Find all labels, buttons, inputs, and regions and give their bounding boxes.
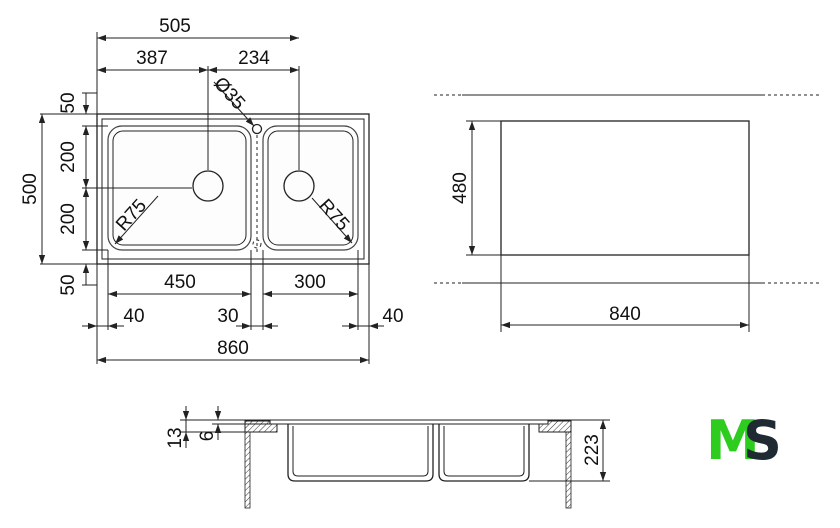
dim-overall-width: 505 [159, 16, 191, 37]
cutout-rectangle [500, 120, 750, 256]
dim-overall-depth: 500 [20, 173, 41, 205]
dim-left-bowl-width: 450 [164, 272, 196, 293]
cabinet-wall-left [244, 431, 251, 509]
dim-bottom-margin: 50 [58, 274, 79, 295]
countertop-left [244, 420, 278, 433]
cabinet-wall-right [565, 431, 572, 509]
right-bowl-inner [267, 130, 354, 246]
overflow-leader [213, 81, 255, 127]
radius-left-leader [114, 195, 159, 245]
dim-center-gap: 30 [217, 306, 238, 327]
right-drain-hole [283, 170, 315, 202]
side-right-bowl [438, 424, 530, 482]
sink-inner-rim [101, 118, 365, 260]
left-drain-hole [192, 170, 224, 202]
logo-letter-m: M [706, 409, 760, 472]
radius-right-leader [311, 197, 353, 244]
countertop-right [538, 420, 572, 433]
brand-logo: M S [706, 409, 782, 472]
dim-top-margin: 50 [58, 92, 79, 113]
overflow-hole [251, 123, 263, 135]
dim-rim-thickness: 13 [165, 427, 186, 448]
dim-right-bowl-width: 300 [294, 272, 326, 293]
side-left-bowl [287, 424, 434, 482]
dim-left-center-offset: 387 [136, 48, 168, 69]
sink-top-view: 505 387 234 Ø35 50 200 200 50 500 R75 R7… [20, 16, 404, 364]
right-bowl [262, 125, 359, 251]
sink-rim-profile [269, 419, 549, 425]
dim-cutout-depth: 480 [450, 172, 471, 204]
dim-lip-thickness: 6 [197, 431, 218, 442]
dim-overflow-diameter: Ø35 [209, 73, 249, 114]
dim-upper-height: 200 [58, 141, 79, 173]
side-view: 13 6 223 [165, 406, 610, 509]
dim-cutout-width: 840 [609, 304, 641, 325]
cutout-view: 480 840 [434, 94, 820, 332]
logo-letter-s: S [743, 409, 782, 472]
dim-left-edge-gap: 40 [123, 306, 144, 327]
dim-overall-length: 860 [217, 338, 249, 359]
dim-bowl-height: 223 [582, 434, 603, 466]
dim-right-center-offset: 234 [238, 48, 270, 69]
dim-right-edge-gap: 40 [382, 306, 403, 327]
dim-lower-height: 200 [58, 203, 79, 235]
